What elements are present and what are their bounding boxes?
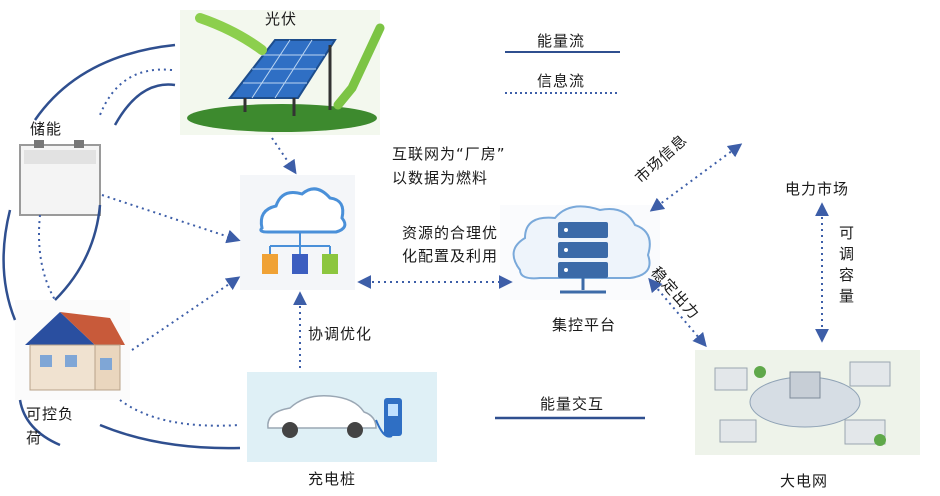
arrow-aggregator-market <box>649 143 743 212</box>
storage-label: 储能 <box>30 120 63 138</box>
solar-image <box>180 10 385 135</box>
legend-info-label: 信息流 <box>537 72 586 90</box>
grid-label: 大电网 <box>780 472 829 490</box>
load-image <box>15 300 130 400</box>
arrow-load-cloud <box>131 276 241 351</box>
grid-image <box>695 350 920 455</box>
load-label: 可控负荷 <box>26 405 75 447</box>
storage-image <box>19 140 101 216</box>
internet-factory-line1: 互联网为“厂房” <box>392 145 506 163</box>
internet-factory-line2: 以数据为燃料 <box>392 169 489 187</box>
adjustable-capacity-label: 可调容量 <box>837 225 855 309</box>
cloud-image <box>240 175 355 290</box>
info-arcs-left <box>38 68 241 427</box>
energy-arcs-left <box>2 43 241 450</box>
energy-exchange-label: 能量交互 <box>540 395 605 413</box>
coordination-label: 协调优化 <box>308 325 373 343</box>
resource-line2: 化配置及利用 <box>402 247 499 265</box>
aggregator-image <box>500 205 660 300</box>
arrow-storage-cloud <box>101 194 241 244</box>
aggregator-label: 集控平台 <box>552 316 617 334</box>
resource-line1: 资源的合理优 <box>402 224 499 242</box>
market-label: 电力市场 <box>785 180 850 198</box>
arrow-solar-cloud <box>271 137 297 175</box>
charging-label: 充电桩 <box>308 470 357 488</box>
solar-label: 光伏 <box>265 10 298 28</box>
arrow-aggregator-grid <box>648 277 707 348</box>
legend-energy-label: 能量流 <box>537 32 586 50</box>
charging-image <box>247 372 437 462</box>
